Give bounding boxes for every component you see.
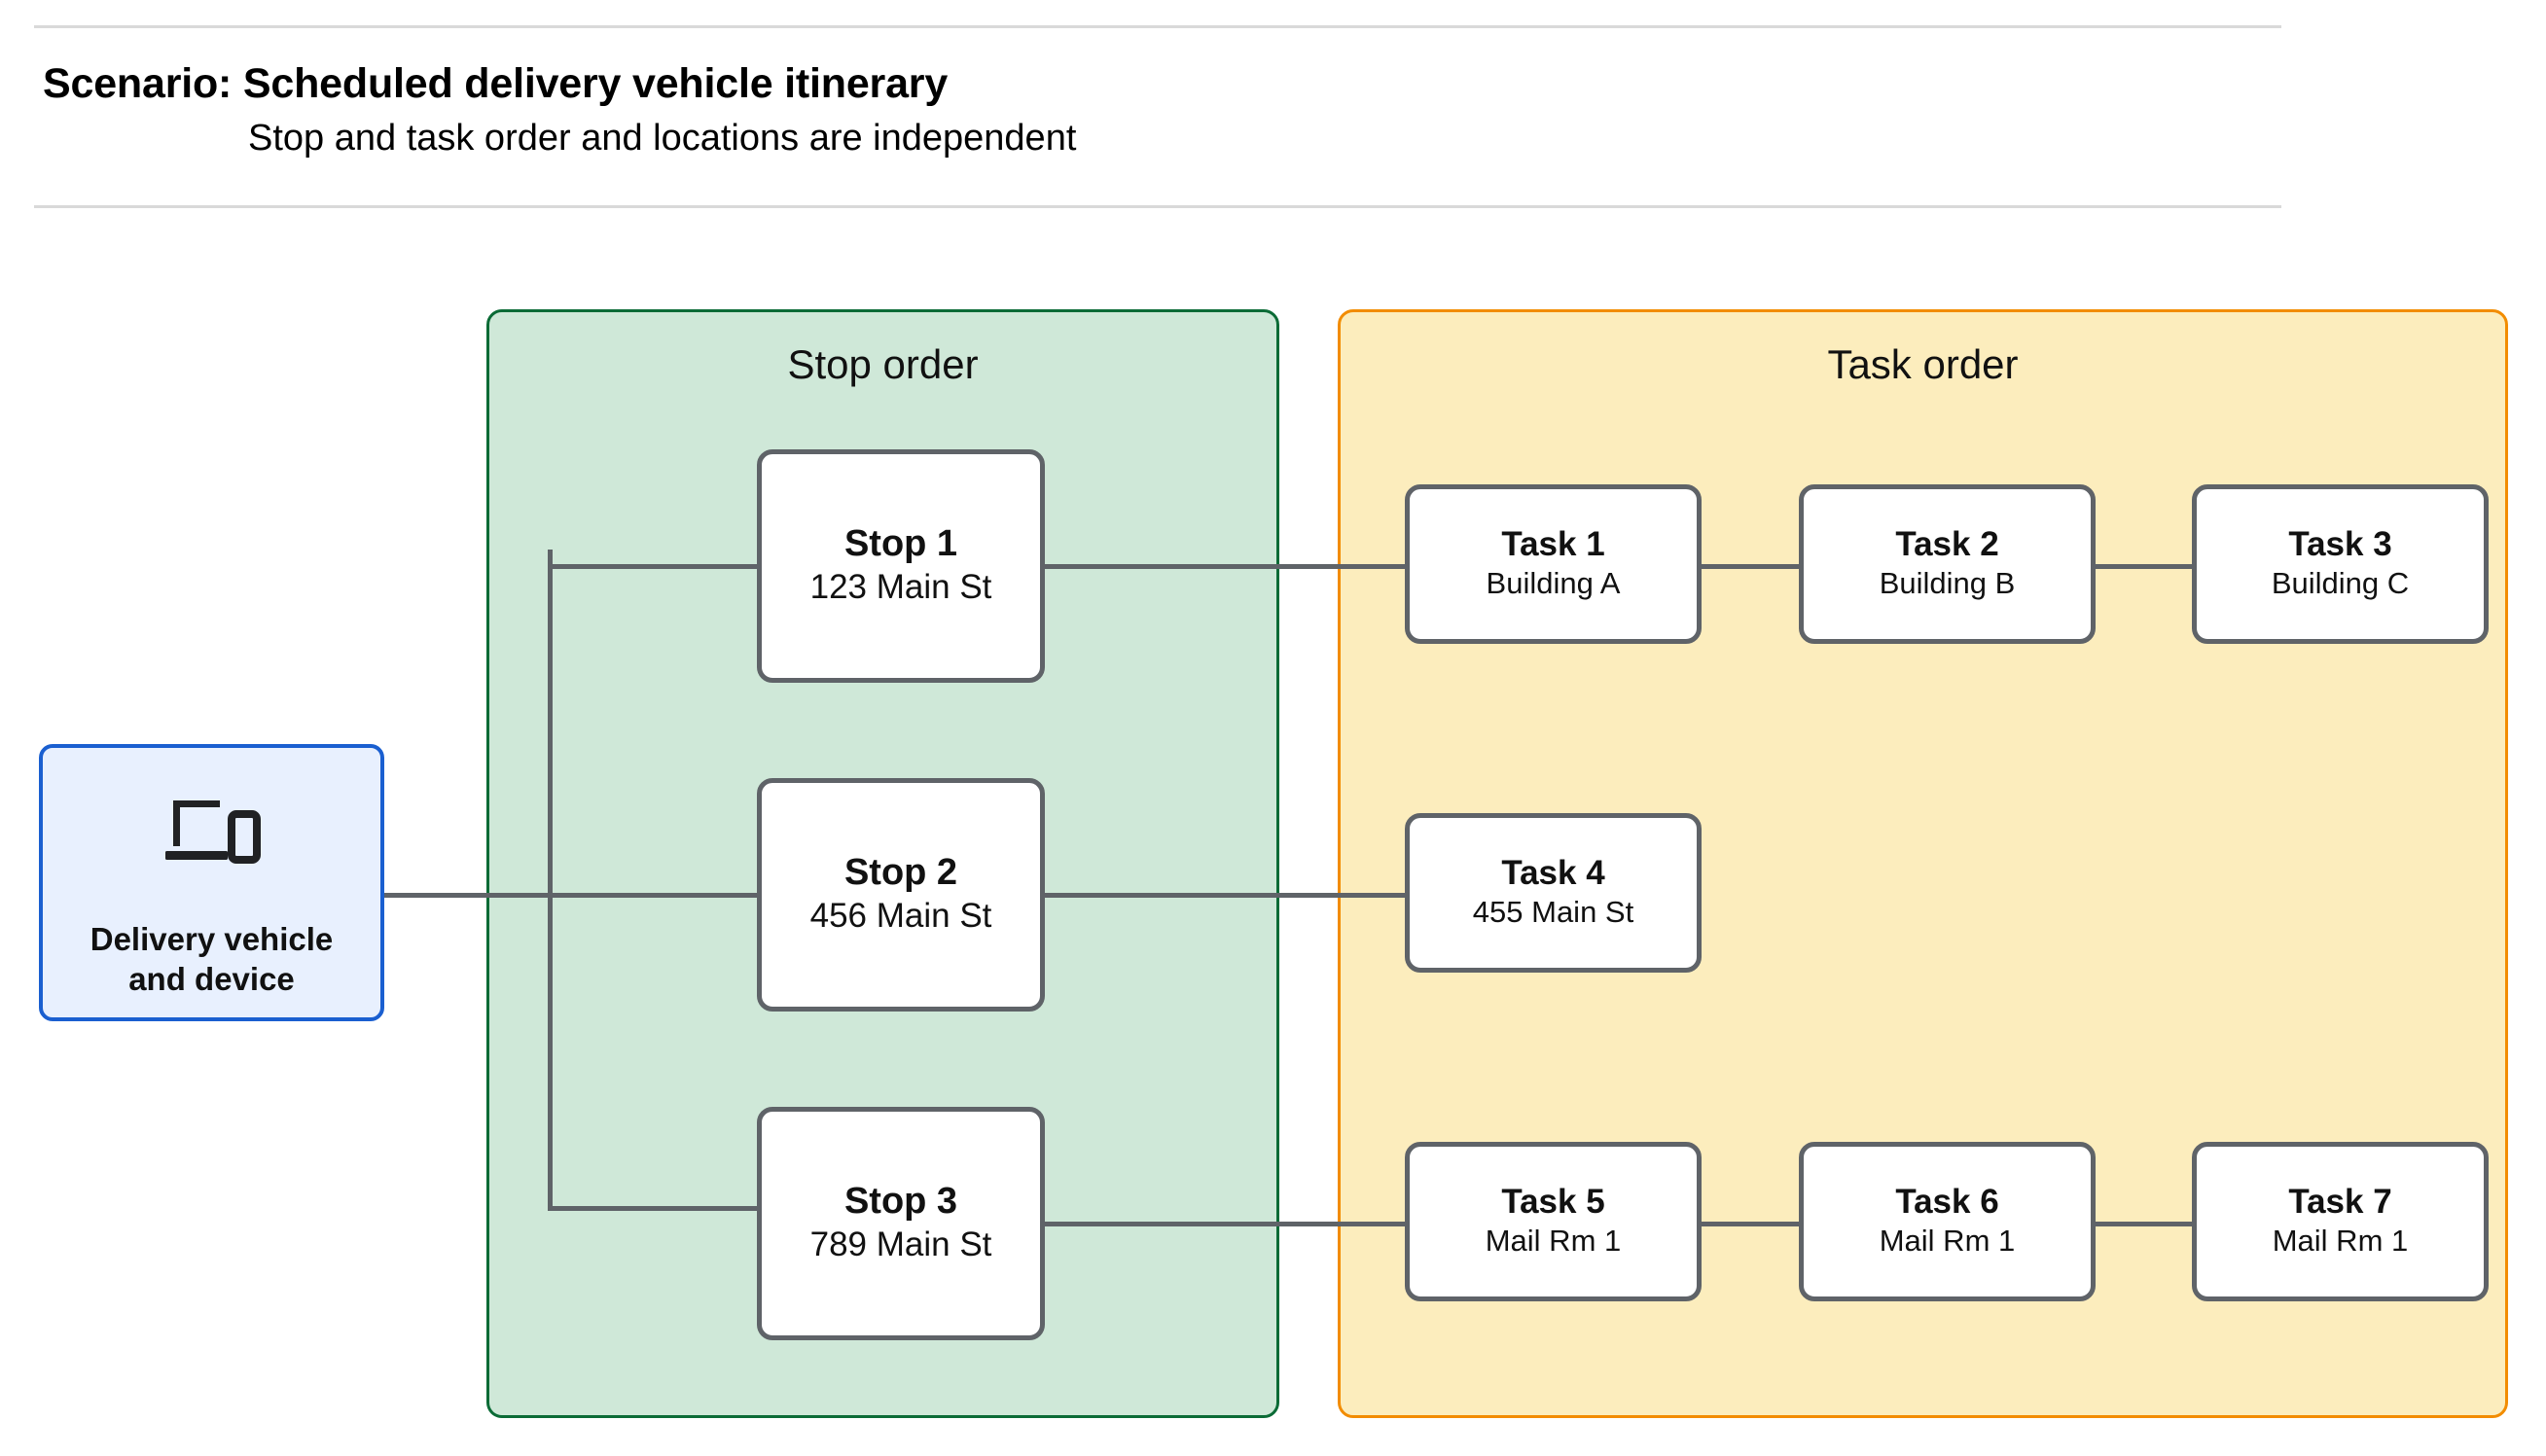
page-title: Scenario: Scheduled delivery vehicle iti… (43, 60, 948, 108)
delivery-vehicle-label: Delivery vehicle and device (90, 919, 334, 1000)
task-order-group-title: Task order (1827, 341, 2019, 387)
connector-stop-3-to-task-5 (1041, 1222, 1410, 1226)
task-node-2-location: Building B (1879, 566, 2016, 601)
task-node-4-title: Task 4 (1501, 854, 1605, 893)
connector-trunk-to-stop-2 (548, 893, 762, 898)
task-node-5-title: Task 5 (1501, 1183, 1605, 1222)
task-node-1-location: Building A (1486, 566, 1621, 601)
connector-stop-2-to-task-4 (1041, 893, 1410, 898)
task-node-5-location: Mail Rm 1 (1485, 1224, 1622, 1259)
connector-trunk-vertical (548, 550, 553, 1211)
stop-node-2-address: 456 Main St (809, 896, 992, 935)
task-node-3-location: Building C (2271, 566, 2410, 601)
task-node-3[interactable]: Task 3 Building C (2192, 484, 2489, 644)
connector-task-2-to-task-3 (2092, 564, 2197, 569)
stop-node-1[interactable]: Stop 1 123 Main St (757, 449, 1045, 683)
task-node-1-title: Task 1 (1501, 525, 1605, 564)
stop-node-3[interactable]: Stop 3 789 Main St (757, 1107, 1045, 1340)
connector-task-6-to-task-7 (2092, 1222, 2197, 1226)
stop-node-1-address: 123 Main St (809, 567, 992, 606)
header-divider-bottom (34, 205, 2281, 208)
task-node-7-location: Mail Rm 1 (2272, 1224, 2409, 1259)
stop-node-2-title: Stop 2 (843, 851, 958, 893)
connector-trunk-to-stop-1 (548, 564, 762, 569)
task-node-3-title: Task 3 (2288, 525, 2392, 564)
stop-node-3-title: Stop 3 (843, 1180, 958, 1222)
task-node-6-location: Mail Rm 1 (1879, 1224, 2016, 1259)
stop-node-1-title: Stop 1 (843, 522, 958, 564)
task-node-6-title: Task 6 (1895, 1183, 1999, 1222)
task-node-6[interactable]: Task 6 Mail Rm 1 (1799, 1142, 2096, 1301)
task-node-7[interactable]: Task 7 Mail Rm 1 (2192, 1142, 2489, 1301)
devices-icon (164, 800, 261, 864)
task-node-2-title: Task 2 (1895, 525, 1999, 564)
stop-node-2[interactable]: Stop 2 456 Main St (757, 778, 1045, 1012)
stop-order-group-title: Stop order (787, 341, 979, 387)
task-node-5[interactable]: Task 5 Mail Rm 1 (1405, 1142, 1702, 1301)
delivery-vehicle-node[interactable]: Delivery vehicle and device (39, 744, 384, 1021)
task-node-2[interactable]: Task 2 Building B (1799, 484, 2096, 644)
task-node-1[interactable]: Task 1 Building A (1405, 484, 1702, 644)
connector-task-5-to-task-6 (1698, 1222, 1804, 1226)
page-subtitle: Stop and task order and locations are in… (248, 118, 1077, 159)
connector-stop-1-to-task-1 (1041, 564, 1410, 569)
task-node-4-location: 455 Main St (1472, 895, 1634, 930)
task-node-4[interactable]: Task 4 455 Main St (1405, 813, 1702, 973)
connector-trunk-to-stop-3 (548, 1206, 762, 1211)
delivery-vehicle-label-line2: and device (128, 961, 295, 998)
header-divider-top (34, 25, 2281, 28)
connector-vehicle-to-trunk (384, 893, 553, 898)
page-title-rest: Scheduled delivery vehicle itinerary (232, 60, 949, 107)
page-title-lead: Scenario: (43, 60, 233, 107)
stop-node-3-address: 789 Main St (809, 1225, 992, 1263)
connector-task-1-to-task-2 (1698, 564, 1804, 569)
delivery-vehicle-label-line1: Delivery vehicle (90, 921, 334, 957)
task-node-7-title: Task 7 (2288, 1183, 2392, 1222)
